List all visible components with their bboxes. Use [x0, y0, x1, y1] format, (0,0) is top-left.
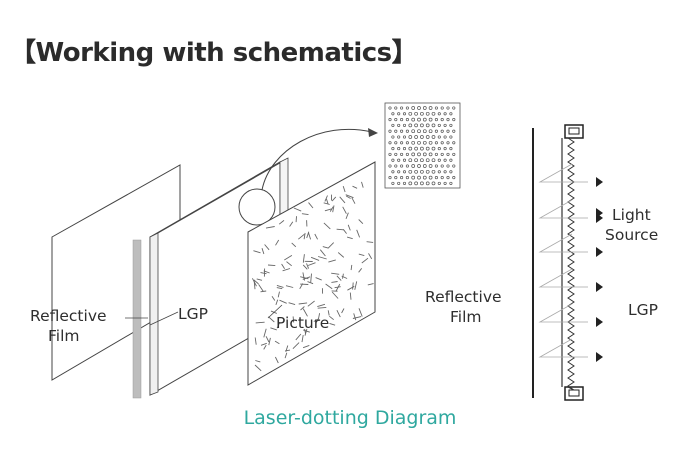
lgp-right-label: LGP [628, 301, 658, 319]
lgp-label: LGP [178, 305, 208, 323]
picture-dashes [252, 181, 374, 372]
picture-leader [267, 304, 283, 319]
light-source-label-2: Source [605, 226, 659, 244]
laser-dots [388, 106, 456, 186]
light-source-label-1: Light [612, 206, 651, 224]
output-arrows [596, 177, 603, 362]
reflective-film-right-label-1: Reflective [425, 288, 502, 306]
diagram-caption: Laser-dotting Diagram [243, 407, 457, 429]
lgp-sawtooth [567, 137, 575, 391]
page-title: 【Working with schematics】 [10, 38, 418, 68]
dot-pattern-square [384, 102, 461, 189]
magnifier-circle [238, 188, 276, 226]
light-strip [132, 239, 142, 399]
reflective-film-label-2: Film [48, 327, 80, 345]
zoom-arrow [261, 128, 373, 191]
light-source-arrow [596, 208, 603, 218]
picture-label: Picture [276, 314, 330, 332]
reflective-film-right-label-2: Film [450, 308, 482, 326]
light-rays [538, 163, 588, 358]
reflective-film-label-1: Reflective [30, 307, 107, 325]
lgp-leader [149, 311, 179, 326]
picture-panel [247, 161, 376, 386]
